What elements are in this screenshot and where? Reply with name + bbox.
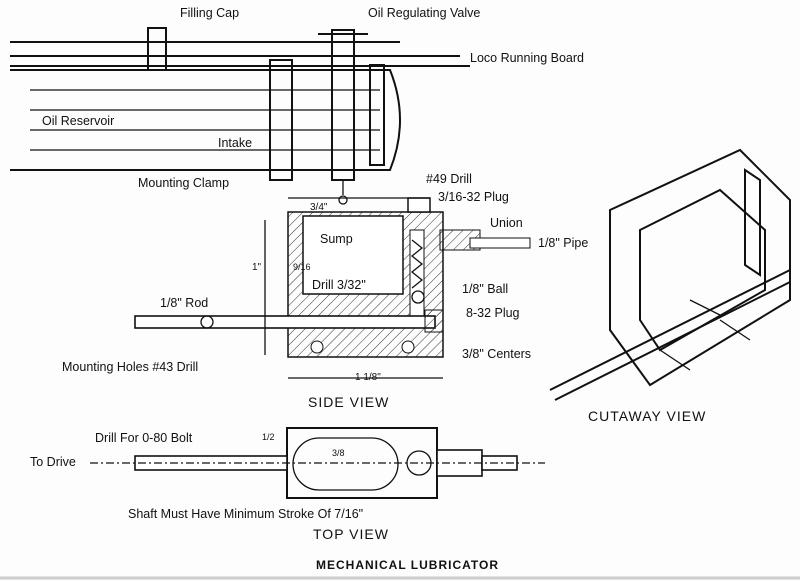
cutaway-view-title: CUTAWAY VIEW	[588, 408, 707, 424]
label-ball: 1/8" Ball	[462, 282, 509, 296]
label-drill332: Drill 3/32"	[312, 278, 366, 292]
side-view-block	[134, 197, 531, 379]
label-to-drive: To Drive	[30, 455, 76, 469]
side-view-title: SIDE VIEW	[308, 394, 390, 410]
label-plug832: 8-32 Plug	[466, 306, 520, 320]
dim-12: 1/2	[262, 432, 275, 442]
label-sump: Sump	[320, 232, 353, 246]
label-drill49: #49 Drill	[426, 172, 472, 186]
cutaway-view	[549, 148, 791, 401]
label-stroke: Shaft Must Have Minimum Stroke Of 7/16"	[128, 507, 364, 521]
label-centers: 3/8" Centers	[462, 347, 532, 361]
reservoir-illustration	[10, 27, 470, 205]
label-union: Union	[490, 216, 523, 230]
label-running-board: Loco Running Board	[470, 51, 584, 65]
dim-118: 1 1/8"	[355, 372, 381, 383]
label-oil-reservoir: Oil Reservoir	[42, 114, 115, 128]
label-intake: Intake	[218, 136, 253, 150]
label-mounting-clamp: Mounting Clamp	[138, 176, 230, 190]
dim-38: 3/8	[332, 448, 345, 458]
label-drill080: Drill For 0-80 Bolt	[95, 431, 193, 445]
dim-916: 9/16	[293, 262, 311, 272]
label-plug316: 3/16-32 Plug	[438, 190, 509, 204]
label-filling-cap: Filling Cap	[180, 6, 240, 20]
dim-1: 1"	[252, 262, 262, 273]
drawing-title: MECHANICAL LUBRICATOR	[316, 558, 499, 572]
top-view-title: TOP VIEW	[313, 526, 389, 542]
top-view-block	[90, 427, 545, 499]
label-oil-valve: Oil Regulating Valve	[368, 6, 481, 20]
label-pipe: 1/8" Pipe	[538, 236, 589, 250]
label-mounting-holes: Mounting Holes #43 Drill	[62, 360, 199, 374]
dim-34: 3/4"	[310, 202, 328, 213]
label-rod: 1/8" Rod	[160, 296, 209, 310]
